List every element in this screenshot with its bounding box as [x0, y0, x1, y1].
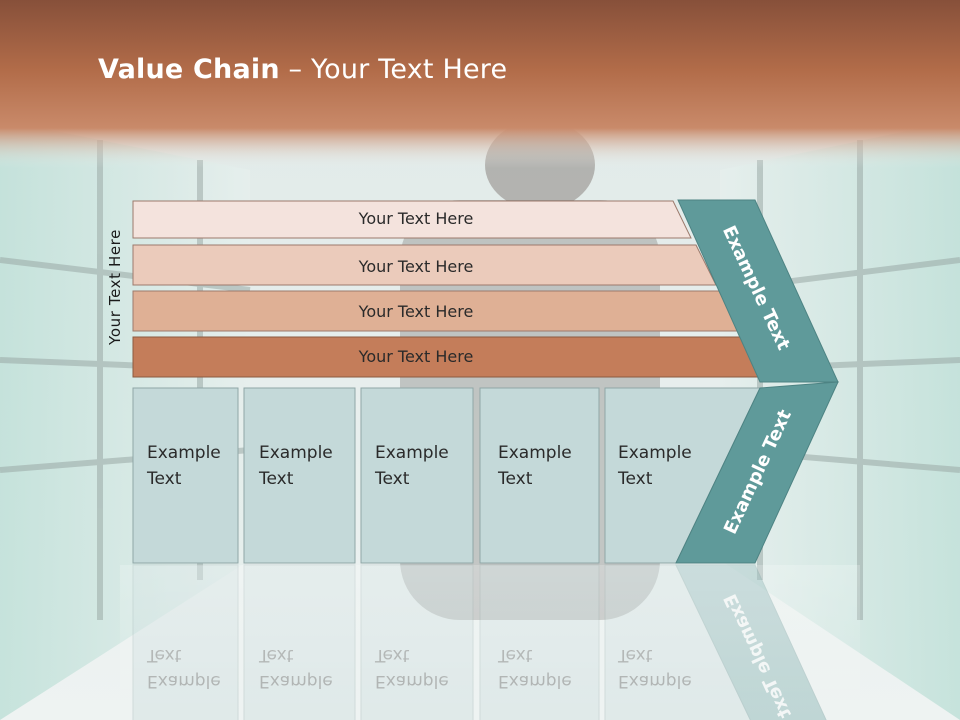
column-3: Example Text — [360, 387, 474, 564]
bar-2-label: Your Text Here — [358, 257, 474, 276]
bar-1-shape — [132, 200, 692, 239]
column-1-box — [132, 387, 239, 564]
bar-3-label: Your Text Here — [358, 302, 474, 321]
column-4-line1: Example — [498, 443, 572, 463]
bar-1-label: Your Text Here — [358, 209, 474, 228]
slide-title: Value Chain – Your Text Here — [98, 54, 507, 85]
bar-4-label: Your Text Here — [358, 347, 474, 366]
column-2-box — [243, 387, 356, 564]
column-1-line2: Text — [146, 469, 182, 489]
bar-1: Your Text Here — [132, 200, 692, 239]
reflection-fade — [120, 565, 860, 720]
bar-4: Your Text Here — [132, 336, 763, 378]
column-3-box — [360, 387, 474, 564]
column-4: Example Text — [479, 387, 600, 564]
column-4-box — [479, 387, 600, 564]
column-2-line2: Text — [258, 469, 294, 489]
column-5: Example Text — [604, 387, 761, 564]
chevron-lower — [675, 381, 839, 564]
column-1: Example Text — [132, 387, 239, 564]
column-3-line1: Example — [375, 443, 449, 463]
title-bold: Value Chain — [98, 54, 280, 85]
column-2: Example Text — [243, 387, 356, 564]
title-rest: – Your Text Here — [279, 54, 508, 85]
column-5-line2: Text — [617, 469, 653, 489]
column-2-line1: Example — [259, 443, 333, 463]
bar-3: Your Text Here — [132, 290, 740, 332]
column-4-line2: Text — [497, 469, 533, 489]
column-1-line1: Example — [147, 443, 221, 463]
bar-2: Your Text Here — [132, 244, 717, 286]
column-3-line2: Text — [374, 469, 410, 489]
columns: Example Text Example Text Example Text E… — [132, 387, 761, 564]
column-5-line1: Example — [618, 443, 692, 463]
bars: Your Text Here Your Text Here Your Text … — [132, 200, 763, 378]
